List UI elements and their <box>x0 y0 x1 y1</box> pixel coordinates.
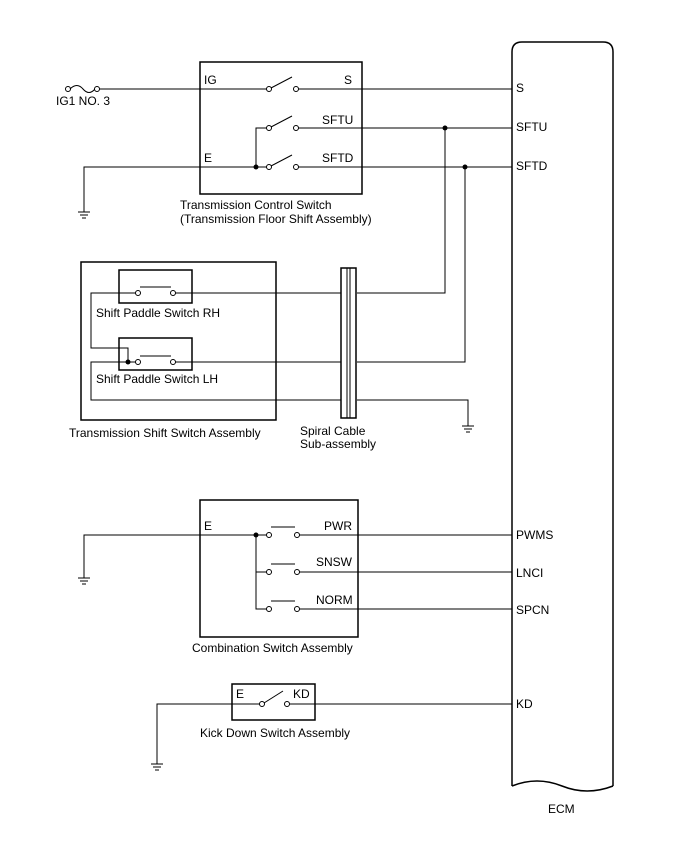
wire-sftu-to-spiral <box>357 128 446 294</box>
fuse-terminal-right <box>94 86 100 92</box>
kd-switch-contact-b <box>284 701 290 707</box>
wire-ground-to-sftd-switch <box>83 166 267 212</box>
transmission-control-switch: IG S SFTU E SFTD Transmission Control Sw… <box>83 61 512 226</box>
tcs-terminal-sftu: SFTU <box>322 113 353 127</box>
shift-assembly-title: Transmission Shift Switch Assembly <box>69 426 261 440</box>
combination-switch-title: Combination Switch Assembly <box>192 641 353 655</box>
snsw-switch-contact-b <box>294 569 300 575</box>
spiral-cable-label-line2: Sub-assembly <box>300 437 376 451</box>
kd-switch-contact-a <box>259 701 265 707</box>
wire-e-to-sftu-switch <box>255 127 267 167</box>
ecm-pin-sftd: SFTD <box>516 159 548 173</box>
combination-switch-box <box>199 499 359 638</box>
paddle-rh-label: Shift Paddle Switch RH <box>96 306 220 320</box>
wire-spiral-to-ground <box>357 399 469 426</box>
cs-terminal-snsw: SNSW <box>316 555 353 569</box>
sftu-switch-contact-a <box>266 125 272 131</box>
fuse-ig1: IG1 NO. 3 <box>56 85 110 108</box>
paddle-rh-contact-a <box>135 290 141 296</box>
junction-dot-tcs-e <box>253 164 259 170</box>
ecm-pin-lnci: LNCI <box>516 566 543 580</box>
fuse-icon <box>69 85 96 93</box>
spiral-cable-label-line1: Spiral Cable <box>300 424 366 438</box>
ecm-pin-sftu: SFTU <box>516 120 547 134</box>
kd-terminal-e: E <box>236 687 244 701</box>
ecm-pin-spcn: SPCN <box>516 603 549 617</box>
paddle-lh-contact-b <box>170 359 176 365</box>
fuse-terminal-left <box>65 86 71 92</box>
fuse-label: IG1 NO. 3 <box>56 94 110 108</box>
kd-switch-lever <box>263 690 284 704</box>
wire-cs-common <box>255 535 267 610</box>
tcs-title-line1: Transmission Control Switch <box>180 198 332 212</box>
ground-symbol-3 <box>78 577 90 585</box>
ecm-pin-kd: KD <box>516 697 533 711</box>
ig-switch-contact-a <box>266 86 272 92</box>
kick-down-switch: E KD Kick Down Switch Assembly <box>156 683 512 764</box>
cs-terminal-pwr: PWR <box>324 519 352 533</box>
sftu-switch-contact-b <box>293 125 299 131</box>
paddle-rh-box <box>118 269 193 304</box>
sftu-switch-lever <box>270 115 293 128</box>
wire-sftd-to-spiral <box>357 167 466 363</box>
wire-ground-to-cs-e <box>83 534 267 578</box>
cs-terminal-e: E <box>204 519 212 533</box>
tcs-title-line2: (Transmission Floor Shift Assembly) <box>180 212 372 226</box>
ecm: ECM S SFTU SFTD PWMS LNCI SPCN KD <box>511 41 614 816</box>
ecm-outline <box>511 41 614 786</box>
kick-down-box <box>231 683 316 721</box>
ig-switch-contact-b <box>293 86 299 92</box>
ecm-pin-pwms: PWMS <box>516 528 553 542</box>
paddle-rh-contact-b <box>170 290 176 296</box>
combination-switch: E PWR SNSW NORM Combination Switch Assem… <box>83 499 512 655</box>
kd-terminal-kd: KD <box>293 687 310 701</box>
kick-down-title: Kick Down Switch Assembly <box>200 726 350 740</box>
tcs-terminal-s: S <box>344 73 352 87</box>
ig-switch-lever <box>270 76 293 89</box>
spiral-cable: Spiral Cable Sub-assembly <box>300 267 376 451</box>
wire-ground-to-kd <box>156 703 260 764</box>
ecm-label: ECM <box>548 802 575 816</box>
pwr-switch-contact-b <box>294 532 300 538</box>
norm-switch-contact-b <box>294 606 300 612</box>
shift-assembly-box <box>80 261 277 421</box>
cs-terminal-norm: NORM <box>316 593 353 607</box>
sftd-switch-contact-b <box>293 164 299 170</box>
ecm-break-line <box>511 780 614 792</box>
sftd-switch-contact-a <box>266 164 272 170</box>
ground-symbol-1 <box>78 211 90 219</box>
norm-switch-contact-a <box>266 606 272 612</box>
tcs-terminal-e: E <box>204 151 212 165</box>
paddle-lh-contact-a <box>135 359 141 365</box>
paddle-lh-label: Shift Paddle Switch LH <box>96 372 218 386</box>
tcs-terminal-sftd: SFTD <box>322 151 354 165</box>
pwr-switch-contact-a <box>266 532 272 538</box>
tcs-terminal-ig: IG <box>204 73 217 87</box>
snsw-switch-contact-a <box>266 569 272 575</box>
ground-symbol-2 <box>462 425 474 433</box>
shift-switch-assembly: Shift Paddle Switch RH Shift Paddle Swit… <box>69 261 341 440</box>
ground-symbol-4 <box>151 763 163 771</box>
sftd-switch-lever <box>270 154 293 167</box>
spiral-cable-outer <box>340 267 357 419</box>
ecm-pin-s: S <box>516 81 524 95</box>
wire-ground-common <box>90 361 341 401</box>
paddle-lh-box <box>118 337 193 371</box>
